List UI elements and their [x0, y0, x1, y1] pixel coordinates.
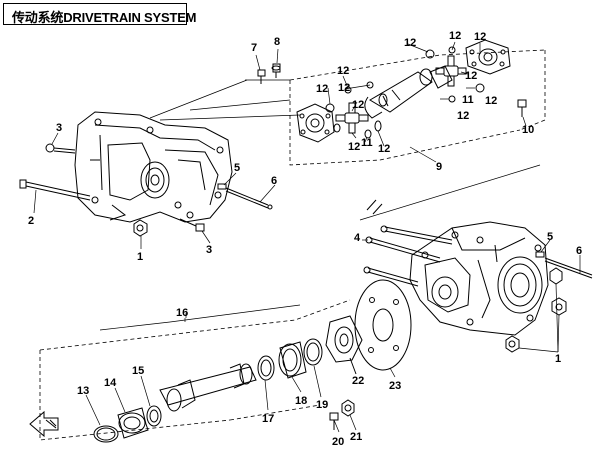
callout-3a: 3: [56, 122, 62, 134]
front-gearbox-leaders: [33, 132, 276, 249]
callout-12d: 12: [337, 65, 349, 77]
callout-12k: 12: [485, 95, 497, 107]
page-title: 传动系统DRIVETRAIN SYSTEM: [12, 10, 197, 25]
callout-4: 4: [354, 232, 361, 244]
callout-12c: 12: [474, 31, 486, 43]
callout-12j: 12: [465, 70, 477, 82]
callout-7: 7: [251, 42, 257, 54]
shaft-assembly-outline: [289, 49, 546, 166]
rear-seals-bearings: [257, 338, 323, 381]
front-seals: [93, 405, 162, 443]
callout-14: 14: [104, 377, 117, 389]
brake-disc: [354, 279, 412, 378]
front-connection-lines: [149, 79, 301, 121]
callout-5b: 5: [547, 231, 553, 243]
callout-5a: 5: [234, 162, 240, 174]
rear-gearbox-leaders: [362, 239, 581, 353]
callout-11b: 11: [462, 94, 474, 106]
callout-15: 15: [132, 365, 144, 377]
callout-2: 2: [28, 215, 34, 227]
hub-flange: [325, 315, 363, 375]
front-flange-yoke: [296, 103, 335, 143]
rear-shaft-bracket: [99, 304, 301, 331]
callout-20: 20: [332, 436, 344, 448]
callout-6a: 6: [271, 175, 277, 187]
callout-23: 23: [389, 380, 401, 392]
rear-flange-yoke: [465, 39, 511, 75]
callout-12h: 12: [348, 141, 360, 153]
bolt-10: [517, 99, 527, 117]
callout-22: 22: [352, 375, 364, 387]
universal-joint-right: [435, 55, 467, 87]
direction-arrow-icon: [29, 410, 59, 438]
callout-12f: 12: [338, 82, 350, 94]
callout-10: 10: [522, 124, 534, 136]
bolt-7-8: [257, 63, 281, 84]
callout-1b: 1: [555, 353, 561, 365]
rear-shaft-outline: [39, 299, 351, 441]
callout-6b: 6: [576, 245, 582, 257]
break-mark: [366, 199, 383, 215]
rear-gearbox-bolts: [363, 225, 593, 353]
callout-12g: 12: [352, 99, 364, 111]
callout-12a: 12: [404, 37, 416, 49]
callout-9: 9: [436, 161, 442, 173]
callout-19: 19: [316, 399, 328, 411]
rear-gearbox-housing: [409, 221, 549, 336]
callout-12b: 12: [449, 30, 461, 42]
callout-12i: 12: [378, 143, 390, 155]
snap-rings: [325, 46, 485, 139]
callout-16: 16: [176, 307, 188, 319]
callout-21: 21: [350, 431, 362, 443]
front-gearbox-bolts: [19, 143, 273, 237]
callout-1a: 1: [137, 251, 143, 263]
shaft-leaders: [255, 41, 527, 163]
front-gearbox-housing: [74, 111, 233, 223]
callout-12e: 12: [316, 83, 328, 95]
callout-17: 17: [262, 413, 274, 425]
callout-12l: 12: [457, 110, 469, 122]
callout-8: 8: [274, 36, 280, 48]
rear-axle-shaft: [159, 363, 269, 412]
universal-joint-left: [335, 102, 369, 134]
callout-11a: 11: [361, 137, 373, 149]
lower-leaders: [85, 313, 357, 433]
callout-18: 18: [295, 395, 307, 407]
callout-3b: 3: [206, 244, 212, 256]
callout-13: 13: [77, 385, 89, 397]
bolt-20-nut-21: [329, 399, 355, 430]
title-box: 传动系统DRIVETRAIN SYSTEM: [3, 3, 197, 25]
callout-numbers: 7 8 12 12 12 12 12 12 12 12 11 12 12 11 …: [28, 30, 582, 448]
